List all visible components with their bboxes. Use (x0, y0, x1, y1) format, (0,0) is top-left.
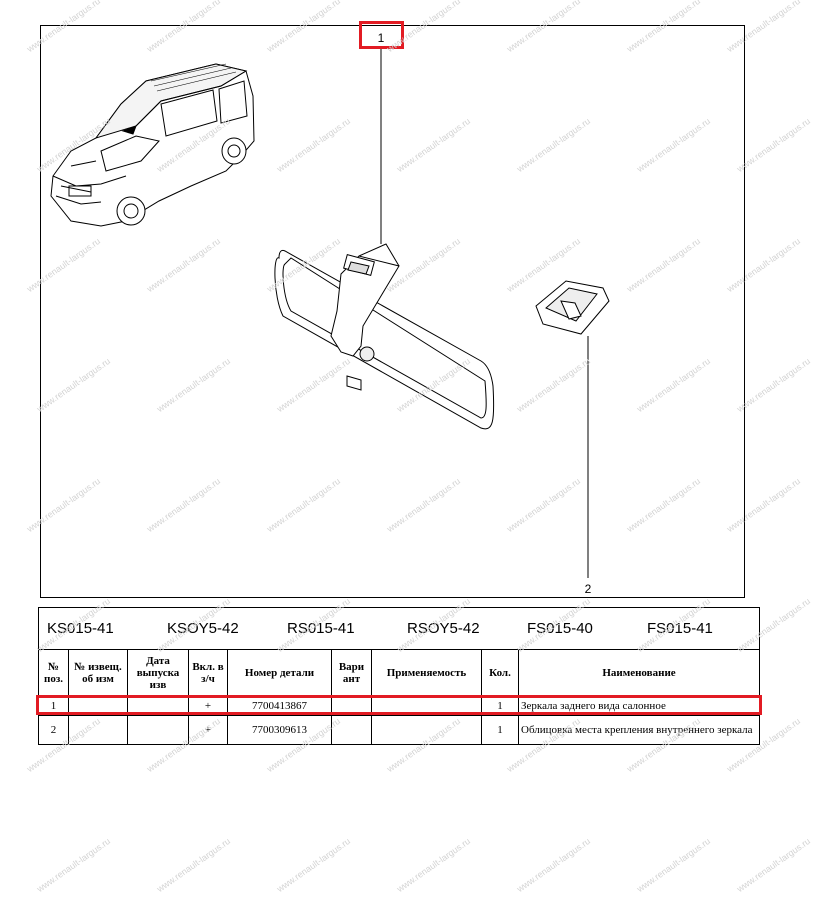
parts-table: № поз. № извещ. об изм Дата выпуска изв … (38, 649, 760, 745)
watermark-text: www.renault-largus.ru (395, 835, 473, 895)
watermark-text: www.renault-largus.ru (735, 355, 813, 415)
watermark-text: www.renault-largus.ru (155, 835, 233, 895)
model-code: KSOY5-42 (167, 620, 239, 637)
watermark-text: www.renault-largus.ru (515, 835, 593, 895)
col-header-variant: Вари ант (331, 649, 372, 697)
callout-number-1: 1 (378, 31, 385, 45)
mount-cover-drawing (535, 280, 610, 335)
cell-applicability (371, 715, 482, 745)
mirror-drawing (274, 243, 495, 430)
model-code: RSOY5-42 (407, 620, 480, 637)
col-header-date: Дата выпуска изв (127, 649, 189, 697)
cell-date (127, 715, 189, 745)
watermark-text: www.renault-largus.ru (275, 835, 353, 895)
car-icon (50, 63, 255, 227)
col-header-applicability: Применяемость (371, 649, 482, 697)
cell-part-number[interactable]: 7700413867 (227, 696, 332, 716)
model-code: FS015-41 (647, 620, 713, 637)
table-row[interactable]: 2 + 7700309613 1 Облицовка места креплен… (38, 715, 760, 745)
model-code: RS015-41 (287, 620, 355, 637)
diagram-drawing: 1 2 (50, 31, 610, 596)
col-header-pos: № поз. (38, 649, 69, 697)
callout-1-highlight (359, 21, 404, 49)
watermark-text: www.renault-largus.ru (735, 115, 813, 175)
cell-variant (331, 715, 372, 745)
col-header-name: Наименование (518, 649, 760, 697)
parts-diagram: 1 2 (40, 25, 745, 598)
cell-qty: 1 (481, 715, 519, 745)
col-header-notice: № извещ. об изм (68, 649, 128, 697)
row-1-highlight (36, 695, 762, 715)
model-codes-bar: KS015-41 KSOY5-42 RS015-41 RSOY5-42 FS01… (38, 607, 760, 649)
watermark-text: www.renault-largus.ru (635, 835, 713, 895)
col-header-qty: Кол. (481, 649, 519, 697)
cell-name: Облицовка места крепления внутреннего зе… (518, 715, 760, 745)
model-code: KS015-41 (47, 620, 114, 637)
watermark-text: www.renault-largus.ru (35, 835, 113, 895)
col-header-incl: Вкл. в з/ч (188, 649, 228, 697)
cell-pos: 2 (38, 715, 69, 745)
cell-notice (68, 715, 128, 745)
col-header-part-number: Номер детали (227, 649, 332, 697)
callout-number-2: 2 (585, 582, 592, 596)
cell-incl: + (188, 715, 228, 745)
cell-part-number[interactable]: 7700309613 (227, 715, 332, 745)
table-header-row: № поз. № извещ. об изм Дата выпуска изв … (38, 649, 760, 697)
model-code: FS015-40 (527, 620, 593, 637)
watermark-text: www.renault-largus.ru (735, 835, 813, 895)
